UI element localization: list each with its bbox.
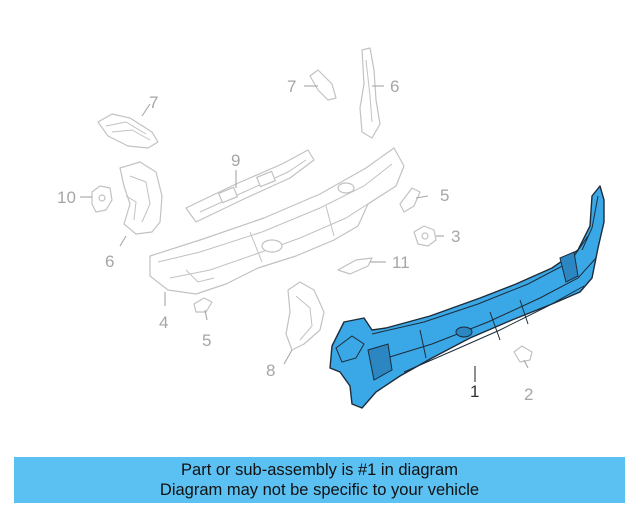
part-4-rear-body-panel[interactable] [149, 147, 405, 295]
part-6-right-bracket[interactable] [359, 47, 381, 139]
part-1-highlighted-assembly[interactable] [329, 185, 605, 409]
leader-lines [80, 85, 529, 382]
banner-line-2: Diagram may not be specific to your vehi… [159, 481, 480, 499]
callout-3: 3 [451, 227, 460, 246]
part-6-left-panel[interactable] [119, 161, 163, 235]
info-banner: Part or sub-assembly is #1 in diagram Di… [14, 457, 625, 503]
part-9-reinforcement[interactable] [185, 149, 315, 223]
callout-numbers: 7 10 6 9 4 5 8 7 6 5 3 11 2 1 [57, 77, 533, 404]
banner-line-1: Part or sub-assembly is #1 in diagram [181, 461, 458, 479]
part-10-bracket[interactable] [91, 185, 113, 213]
part-11-bracket[interactable] [337, 257, 373, 275]
callout-2: 2 [524, 385, 533, 404]
callout-7-right: 7 [287, 77, 296, 96]
callout-4: 4 [159, 313, 168, 332]
callout-6-left: 6 [105, 252, 114, 271]
part-2-bracket[interactable] [513, 345, 533, 363]
callout-5-upper: 5 [440, 186, 449, 205]
callout-9: 9 [231, 151, 240, 170]
callout-1: 1 [470, 382, 479, 401]
part-5-lower-bracket[interactable] [193, 297, 213, 313]
callout-8: 8 [266, 361, 275, 380]
callout-10: 10 [57, 188, 76, 207]
callout-6-right: 6 [390, 77, 399, 96]
part-5-upper-bracket[interactable] [399, 187, 421, 213]
part-8-lower-panel[interactable] [285, 281, 325, 351]
part-7-left-pad[interactable] [97, 113, 159, 149]
part-3-clip[interactable] [413, 225, 437, 247]
callout-5-lower: 5 [202, 331, 211, 350]
parts-diagram: 7 10 6 9 4 5 8 7 6 5 3 11 2 1 [57, 47, 605, 409]
callout-11: 11 [392, 253, 410, 272]
part-7-right-part[interactable] [309, 69, 337, 101]
callout-7-left: 7 [149, 93, 158, 112]
